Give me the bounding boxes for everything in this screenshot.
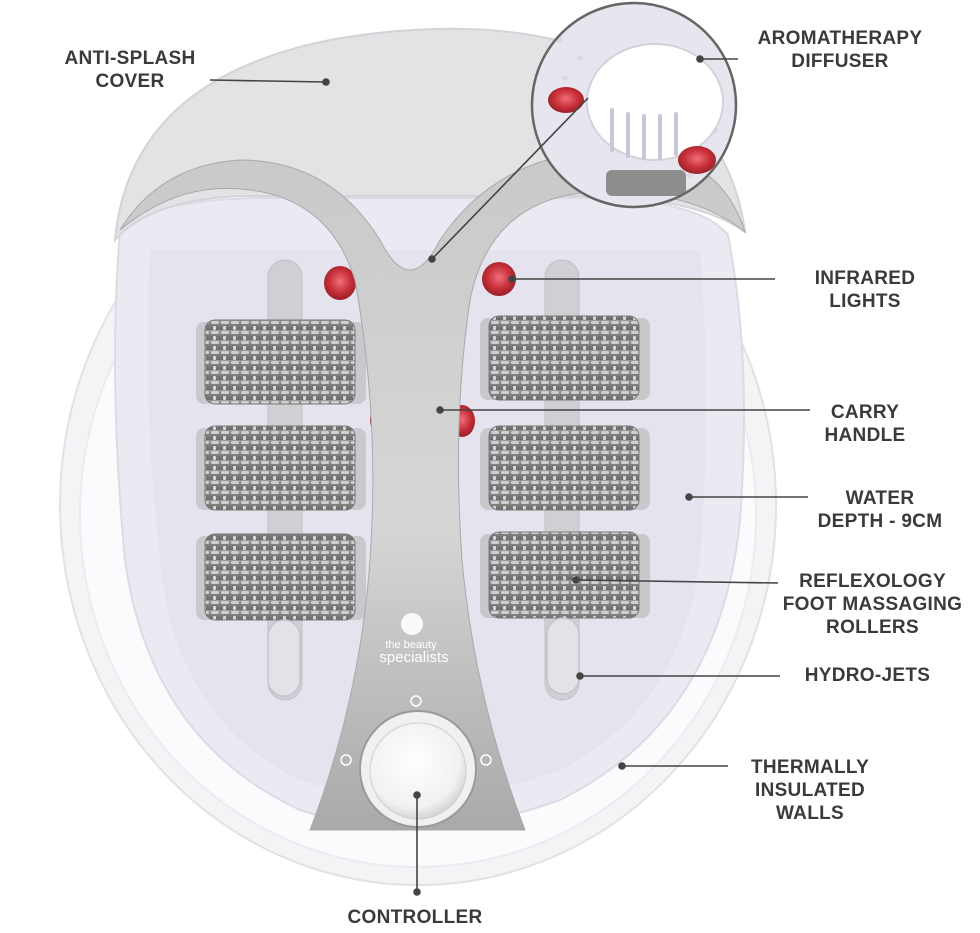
roller-left-1 [196,319,366,405]
label-water-depth: WATER DEPTH - 9CM [817,488,943,532]
brand-line-2: specialists [379,649,448,666]
leader-lines [209,55,810,896]
label-aromatherapy-diffuser: AROMATHERAPY DIFFUSER [757,28,923,72]
roller-left-3 [196,533,366,621]
diffuser-body [586,43,724,161]
carry-handle [119,149,746,831]
label-anti-splash-cover: ANTI-SPLASH COVER [64,48,196,92]
label-hydro-jets: HYDRO-JETS [804,665,931,686]
hydro-jets [267,617,580,697]
roller-right-3 [480,531,650,619]
roller-right-2 [480,425,650,511]
label-controller: CONTROLLER [347,907,483,928]
label-thermally-insulated-walls: THERMALLY INSULATED WALLS [750,757,870,824]
mode-icon-right [480,754,492,766]
aromatherapy-magnifier [530,1,738,209]
controller-knob[interactable] [340,695,492,828]
label-infrared-lights: INFRARED LIGHTS [814,268,916,312]
label-carry-handle: CARRY HANDLE [824,402,906,446]
reflexology-rollers [196,315,650,621]
roller-left-2 [196,425,366,511]
power-icon [410,695,422,707]
brand-line-1: the beauty [385,639,437,651]
roller-right-1 [480,315,650,401]
mode-icon-left [340,754,352,766]
label-reflexology-rollers: REFLEXOLOGY FOOT MASSAGING ROLLERS [782,571,963,638]
brand-logo: the beauty specialists [379,613,449,666]
